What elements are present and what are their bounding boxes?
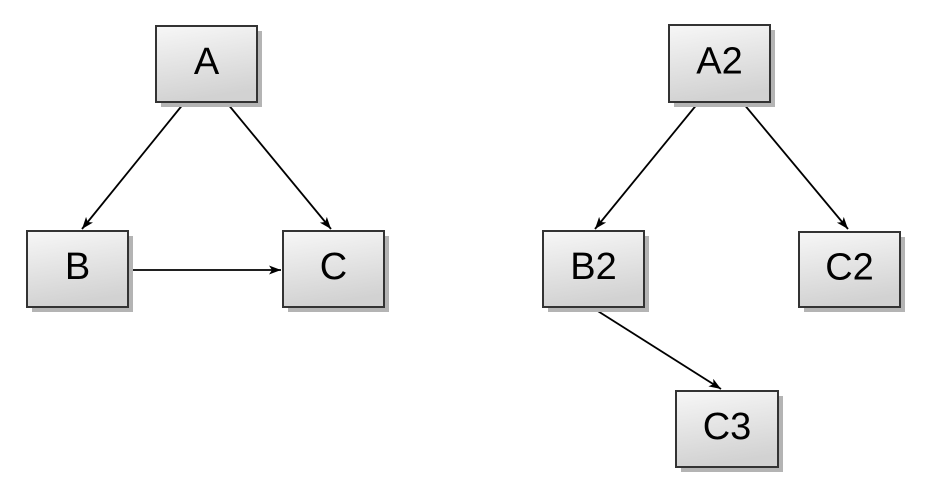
node-A2: A2 xyxy=(668,24,775,107)
edge-A2-B2 xyxy=(594,102,699,230)
node-box xyxy=(798,231,901,308)
node-box xyxy=(155,25,258,103)
node-label: B xyxy=(65,246,90,288)
node-label: A xyxy=(194,41,220,83)
edge-A-C xyxy=(226,102,332,230)
edge-A-B xyxy=(81,102,185,230)
node-C2: C2 xyxy=(798,231,905,312)
node-box xyxy=(675,390,779,468)
node-C3: C3 xyxy=(675,390,783,472)
node-C: C xyxy=(282,230,389,312)
edges-layer xyxy=(81,102,849,390)
node-label: B2 xyxy=(570,246,616,288)
node-A: A xyxy=(155,25,262,107)
edge-A2-C2 xyxy=(742,102,849,230)
node-label: A2 xyxy=(696,41,742,83)
node-B2: B2 xyxy=(542,230,649,312)
node-B: B xyxy=(26,230,133,312)
node-box xyxy=(542,230,645,308)
node-box xyxy=(26,230,129,308)
node-label: C2 xyxy=(825,247,874,289)
node-label: C3 xyxy=(703,406,752,448)
node-box xyxy=(668,24,771,103)
edge-B2-C3 xyxy=(592,307,722,390)
node-box xyxy=(282,230,385,308)
node-label: C xyxy=(320,246,347,288)
